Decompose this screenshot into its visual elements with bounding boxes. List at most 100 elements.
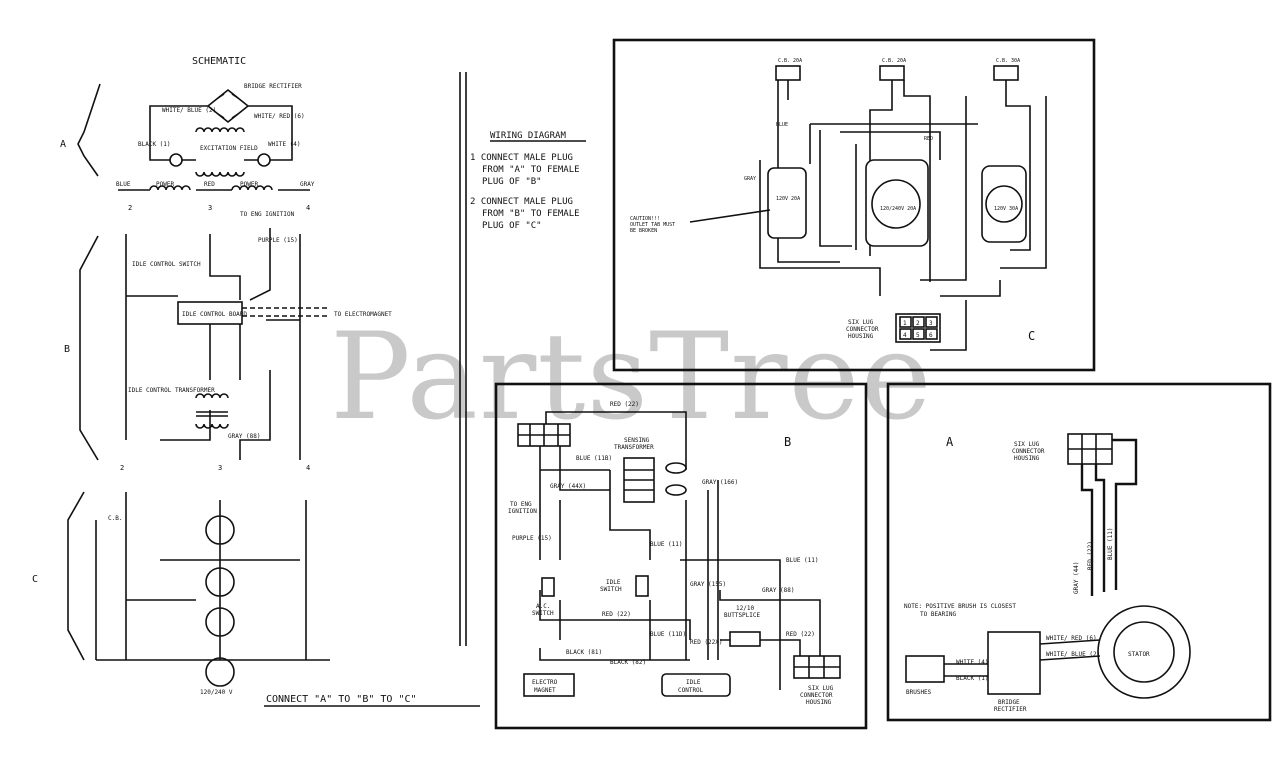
caution-line3: BE BROKEN (630, 228, 657, 234)
outlet-120-240v-20a (865, 159, 929, 247)
panel-b-six-lug-label-3: HOUSING (806, 699, 832, 706)
panel-b-wires (539, 411, 821, 690)
caution-line2: OUTLET TAB MUST (630, 222, 675, 228)
excitation-field-label: EXCITATION FIELD (200, 145, 258, 152)
lug-2 (912, 316, 925, 328)
power-label-1: POWER (156, 181, 174, 188)
panel-a-white-blue-label: WHITE/ BLUE (2) (1046, 651, 1100, 658)
panel-c-blue-label: BLUE (776, 122, 788, 128)
outlet-schematic-2 (205, 567, 235, 597)
panel-c-red-label: RED (924, 136, 933, 142)
panel-b-letter: B (784, 435, 791, 449)
panel-c-gray-label: GRAY (744, 176, 756, 182)
panel-a-white4-label: WHITE (4) (956, 659, 989, 666)
panel-b-blue-r-label: BLUE (11) (786, 557, 819, 564)
to-eng-ignition-label: TO ENG IGNITION (240, 211, 295, 218)
panel-a-red22-label: RED (22) (1087, 541, 1094, 570)
panel-a-harness (1080, 438, 1138, 596)
panel-c-frame (612, 38, 1096, 372)
power-label-2: POWER (240, 181, 258, 188)
panel-b-red-r-label: RED (22) (786, 631, 815, 638)
panel-b-gray155-label: GRAY (155) (690, 581, 726, 588)
terminal-2-top: 2 (128, 204, 132, 212)
excitation-coil (195, 127, 245, 177)
idle-switch-label-1: IDLE (606, 579, 621, 586)
idle-control-transformer (195, 393, 229, 429)
lug-3-num: 3 (929, 320, 933, 327)
lug-1-num: 1 (903, 320, 907, 327)
outlet-schematic-1 (205, 515, 235, 545)
ac-switch-label-1: A.C. (536, 603, 550, 610)
panel-c-six-lug-label-2: CONNECTOR (846, 326, 879, 333)
wire-blue-label: BLUE (116, 181, 131, 188)
panel-b-six-lug-label-2: CONNECTOR (800, 692, 833, 699)
panel-b-frame (494, 382, 868, 730)
cb1-label: C.B. 20A (778, 58, 802, 64)
bracket-a (77, 83, 101, 177)
schematic-title: SCHEMATIC (192, 56, 246, 67)
panel-b-gray-r-label: GRAY (88) (762, 587, 795, 594)
brushes (905, 655, 945, 683)
power-winding-2 (231, 185, 273, 191)
idle-control-unit-label-2: CONTROL (678, 687, 704, 694)
circuit-breaker-1 (775, 65, 801, 81)
panel-c-wires (759, 80, 1047, 351)
panel-b-red22-label: RED (22) (610, 401, 639, 408)
sensing-label-2: TRANSFORMER (614, 444, 654, 451)
brush-note-line1: NOTE: POSITIVE BRUSH IS CLOSEST (904, 603, 1016, 610)
bridge-rectifier-symbol (206, 88, 250, 124)
white-label: WHITE (4) (268, 141, 301, 148)
buttsplice-label-1: 12/10 (736, 605, 754, 612)
electromagnet-leads (242, 307, 330, 317)
panel-b-black81-label: BLACK (81) (566, 649, 602, 656)
connect-note: CONNECT "A" TO "B" TO "C" (266, 694, 417, 705)
terminal-2-mid: 2 (120, 464, 124, 472)
outlet-schematic-4 (205, 657, 235, 687)
voltage-label: 120/240 V (200, 689, 233, 696)
ac-switch (541, 577, 555, 597)
bridge-label-2: RECTIFIER (994, 706, 1027, 713)
panel-b-blue11d-label: BLUE (11D) (650, 631, 686, 638)
panel-a-gray44-label: GRAY (44) (1073, 561, 1080, 594)
idle-control-unit-label-1: IDLE (686, 679, 701, 686)
terminal-4-mid: 4 (306, 464, 310, 472)
idle-control-board (177, 301, 243, 325)
circuit-breaker-2 (879, 65, 905, 81)
white-blue-label: WHITE/ BLUE (2) (162, 107, 216, 114)
brush-note-line2: TO BEARING (920, 611, 957, 618)
watermark: PartsTree (330, 308, 933, 447)
idle-control-unit (661, 673, 731, 697)
panel-b-purple-label: PURPLE (15) (512, 535, 552, 542)
to-eng-label-1: TO ENG (510, 501, 532, 508)
bracket-b (79, 235, 99, 461)
lug-5-num: 5 (916, 332, 920, 339)
lug-1 (899, 316, 912, 328)
panel-a-letter: A (946, 435, 954, 449)
brush-right (257, 153, 271, 167)
step1-line3: PLUG OF "B" (482, 177, 542, 187)
wiring-diagram-title: WIRING DIAGRAM (490, 131, 566, 141)
panel-c-six-lug-label-3: HOUSING (848, 333, 874, 340)
lug-6 (925, 328, 938, 340)
wire-gray-label: GRAY (300, 181, 315, 188)
idle-switch-label-2: SWITCH (600, 586, 622, 593)
terminal-3-mid: 3 (218, 464, 222, 472)
cb2-label: C.B. 20A (882, 58, 906, 64)
lug-4-num: 4 (903, 332, 907, 339)
sensing-coil-bottom (665, 484, 687, 496)
panel-a-six-lug-label-1: SIX LUG (1014, 441, 1040, 448)
panel-b-blue-mid-label: BLUE (11) (650, 541, 683, 548)
outlet-120v-20a (767, 167, 807, 239)
panel-b-blue11-label: BLUE (11B) (576, 455, 612, 462)
electromagnet-label-2: MAGNET (534, 687, 556, 694)
section-label-a: A (60, 139, 66, 150)
electromagnet-label: TO ELECTROMAGNET (334, 311, 392, 318)
outlet-schematic-3 (205, 607, 235, 637)
panel-a-blue11-label: BLUE (11) (1107, 527, 1114, 560)
power-winding-1 (149, 185, 191, 191)
buttsplice-label-2: BUTTSPLICE (724, 612, 761, 619)
caution-line1: CAUTION!!! (630, 216, 660, 222)
panel-b-red-l-label: RED (22) (602, 611, 631, 618)
section-label-c: C (32, 574, 38, 585)
